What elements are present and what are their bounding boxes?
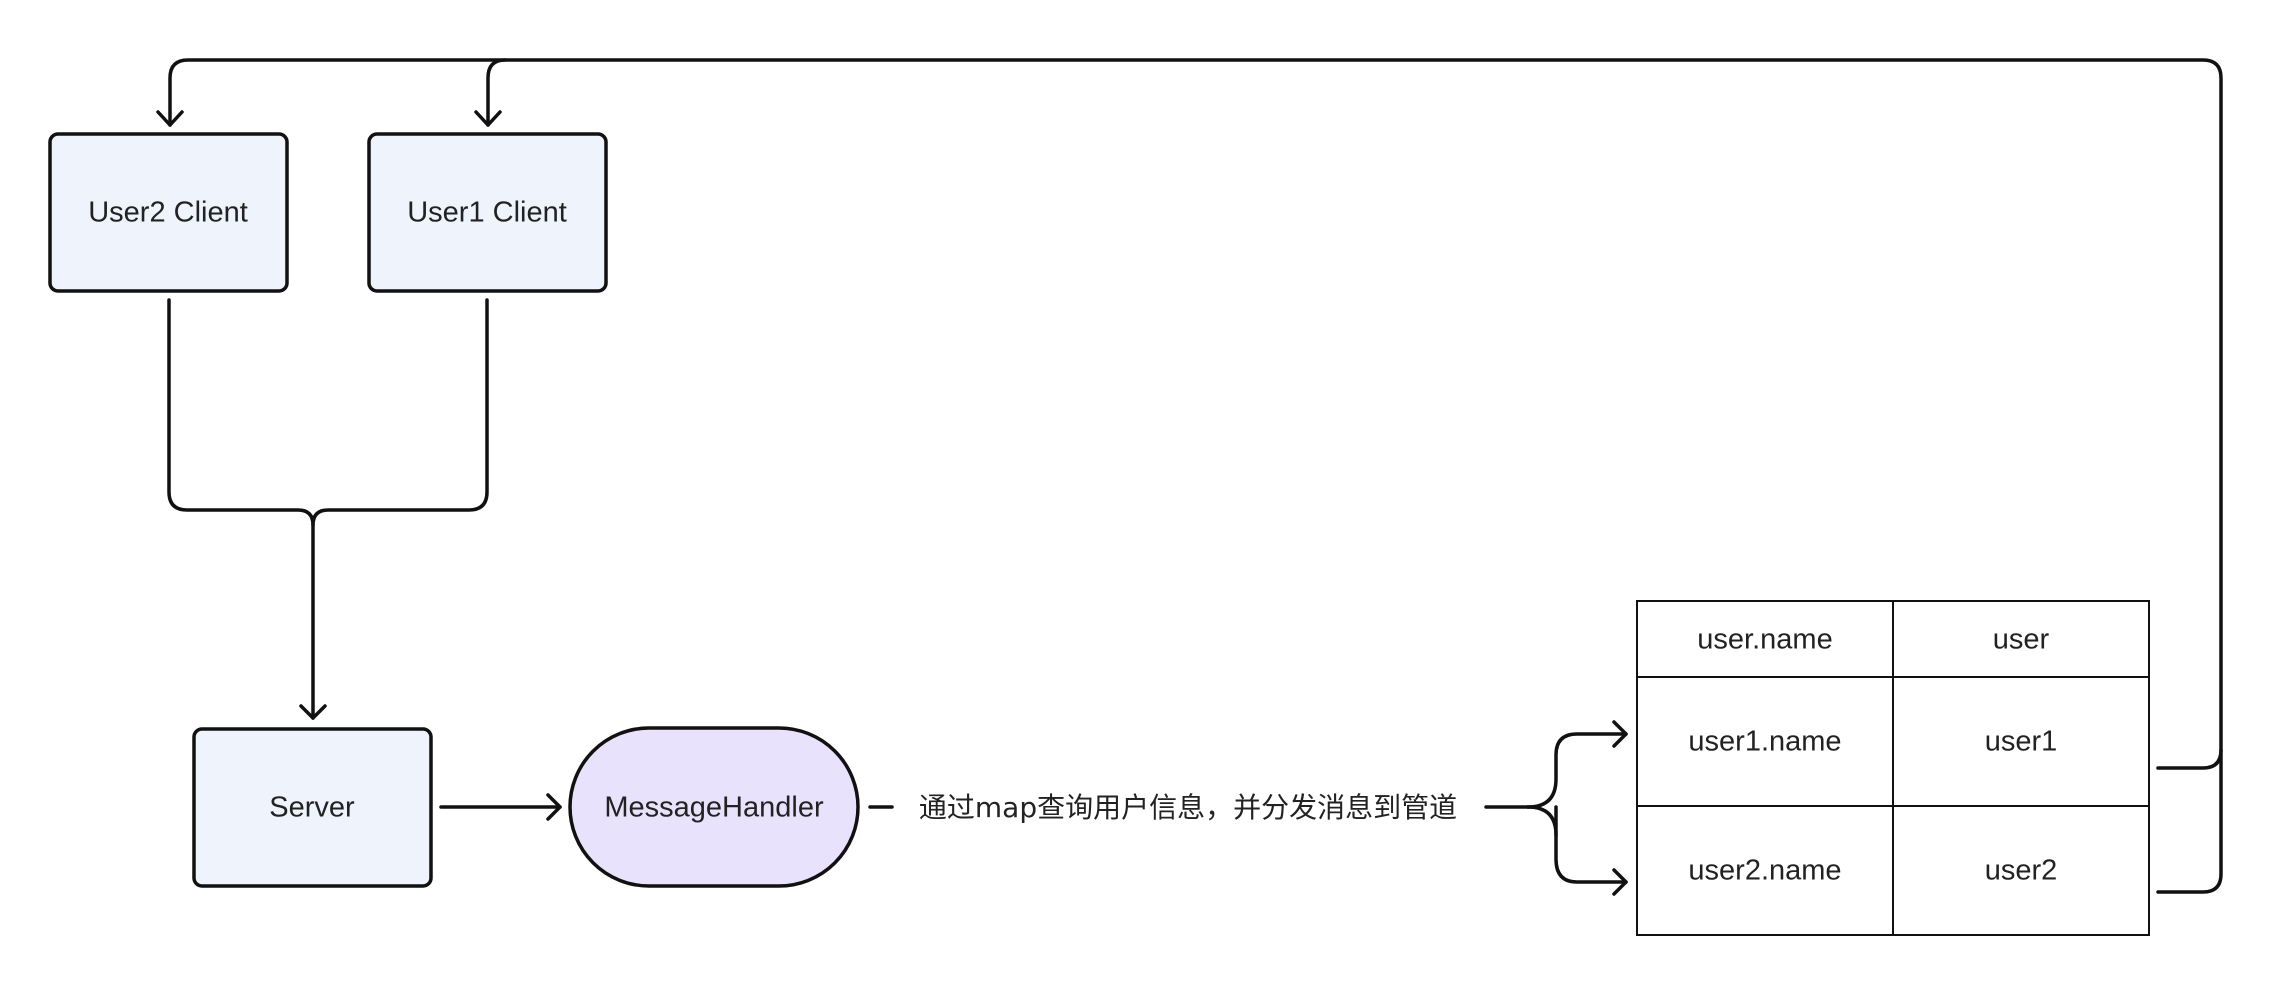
arrowhead-handler: [546, 793, 562, 821]
brace-connector: [1526, 732, 1628, 884]
server-label: Server: [269, 792, 355, 824]
feedback-connector-row2: [2156, 748, 2223, 894]
table-cell: [1892, 805, 2150, 936]
feedback-branch-to-user2: [168, 58, 507, 127]
table-cell: [1636, 676, 1894, 807]
table-row2-user: user2: [1985, 855, 2058, 887]
feedback-connector-row1: [486, 58, 2223, 770]
table-header-user: user: [1993, 624, 2050, 656]
user-map-table: user.name user user1.name user1 user2.na…: [1636, 600, 2150, 936]
server-box[interactable]: [192, 727, 433, 888]
arrowhead-user2-client: [156, 110, 184, 127]
user2-to-server-connector: [167, 298, 315, 527]
table-header-cell: [1636, 600, 1894, 678]
user2-client-label: User2 Client: [88, 197, 248, 229]
user2-client-box[interactable]: [48, 132, 289, 293]
user1-to-server-connector: [311, 298, 489, 720]
table-cell: [1892, 676, 2150, 807]
user1-client-box[interactable]: [367, 132, 608, 293]
table-header-cell: [1892, 600, 2150, 678]
table-row2-name: user2.name: [1688, 855, 1841, 887]
arrowhead-user1-client: [474, 110, 502, 127]
arrowhead-row1: [1612, 720, 1628, 748]
message-handler-label: MessageHandler: [604, 792, 824, 824]
table-row1-name: user1.name: [1688, 726, 1841, 758]
user1-client-label: User1 Client: [407, 197, 567, 229]
arrowhead-server: [299, 704, 327, 720]
brace-connector-upper-join: [1526, 805, 1558, 837]
arrowhead-row2: [1612, 868, 1628, 896]
dispatch-edge-label: 通过map查询用户信息，并分发消息到管道: [919, 791, 1457, 824]
message-handler-pill[interactable]: [568, 726, 860, 888]
table-row1-user: user1: [1985, 726, 2058, 758]
table-header-name: user.name: [1697, 624, 1832, 656]
